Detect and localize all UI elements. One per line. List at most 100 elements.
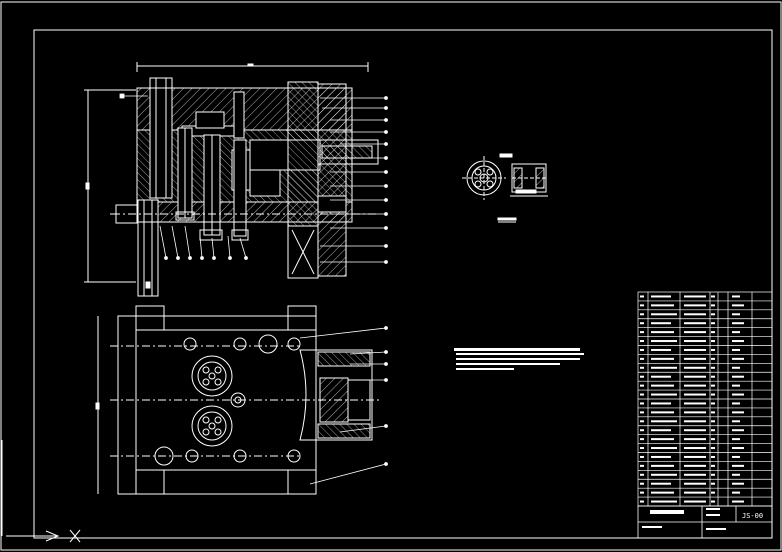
parts-list-cell-mark <box>711 357 715 360</box>
parts-list-cell-mark <box>651 295 671 298</box>
parts-list-cell-mark <box>640 313 644 316</box>
sheet-inner-frame <box>33 29 773 539</box>
title-block: JS-00 <box>637 505 773 539</box>
parts-list-cell-mark <box>651 304 674 307</box>
parts-list-cell-mark <box>732 402 740 405</box>
parts-list-cell-mark <box>651 331 674 334</box>
parts-list-cell-mark <box>684 455 706 458</box>
parts-list-cell-mark <box>684 348 706 351</box>
parts-list-cell-mark <box>684 304 706 307</box>
parts-list-cell-mark <box>640 384 644 387</box>
parts-list-cell-mark <box>651 455 671 458</box>
parts-list-cell-mark <box>651 464 674 467</box>
plan-view-assembly <box>95 305 380 495</box>
parts-list-cell-mark <box>732 348 740 351</box>
part-detail-view <box>462 153 548 223</box>
parts-list-cell-mark <box>732 393 744 396</box>
parts-list-cell-mark <box>651 420 677 423</box>
parts-list-cell-mark <box>651 348 671 351</box>
parts-list-cell-mark <box>732 322 744 325</box>
parts-list-cell-mark <box>651 322 671 325</box>
parts-list-cell-mark <box>732 500 744 503</box>
plan-view-leaders <box>299 326 388 485</box>
parts-list-cell-mark <box>640 322 644 325</box>
parts-list-cell-mark <box>651 411 674 414</box>
parts-list-cell-mark <box>711 482 715 485</box>
parts-list-cell-mark <box>711 295 715 298</box>
parts-list-table <box>637 291 773 507</box>
parts-list-cell-mark <box>732 491 740 494</box>
parts-list-cell-mark <box>711 500 715 503</box>
parts-list-cell-mark <box>711 322 715 325</box>
parts-list-cell-mark <box>732 438 740 441</box>
parts-list-cell-mark <box>684 411 706 414</box>
parts-list-cell-mark <box>651 384 674 387</box>
parts-list-cell-mark <box>684 482 706 485</box>
parts-list-cell-mark <box>640 473 644 476</box>
parts-list-cell-mark <box>732 473 740 476</box>
parts-list-cell-mark <box>684 322 706 325</box>
parts-list-cell-mark <box>640 455 644 458</box>
parts-list-cell-mark <box>651 402 671 405</box>
parts-list-cell-mark <box>732 464 744 467</box>
parts-list-cell-mark <box>640 491 644 494</box>
parts-list-cell-mark <box>732 447 744 450</box>
parts-list-cell-mark <box>684 402 706 405</box>
parts-list-cell-mark <box>684 393 706 396</box>
parts-list-cell-mark <box>711 384 715 387</box>
parts-list-cell-mark <box>732 366 740 369</box>
parts-list-cell-mark <box>651 375 671 378</box>
technical-requirements-notes <box>454 348 584 370</box>
parts-list-cell-mark <box>684 366 706 369</box>
parts-list-cell-mark <box>732 304 744 307</box>
parts-list-cell-mark <box>640 357 644 360</box>
section-view-assembly <box>84 62 379 297</box>
parts-list-cell-mark <box>651 313 677 316</box>
parts-list-cell-mark <box>711 420 715 423</box>
parts-list-cell-mark <box>684 384 706 387</box>
parts-list-cell-mark <box>732 384 740 387</box>
parts-list-cell-mark <box>640 295 644 298</box>
parts-list-cell-mark <box>684 438 706 441</box>
parts-list-cell-mark <box>684 500 706 503</box>
parts-list-cell-mark <box>711 375 715 378</box>
parts-list-cell-mark <box>640 482 644 485</box>
ucs-axis-icon <box>1 440 81 543</box>
parts-list-cell-mark <box>711 348 715 351</box>
parts-list-cell-mark <box>640 393 644 396</box>
parts-list-cell-mark <box>640 447 644 450</box>
parts-list-cell-mark <box>711 447 715 450</box>
parts-list-cell-mark <box>640 411 644 414</box>
parts-list-cell-mark <box>711 411 715 414</box>
parts-list-cell-mark <box>640 340 644 343</box>
parts-list-cell-mark <box>640 500 644 503</box>
parts-list-cell-mark <box>711 366 715 369</box>
parts-list-cell-mark <box>651 500 677 503</box>
parts-list-cell-mark <box>640 375 644 378</box>
parts-list-cell-mark <box>684 340 706 343</box>
parts-list-cell-mark <box>651 447 677 450</box>
parts-list-cell-mark <box>640 304 644 307</box>
parts-list-cell-mark <box>732 340 744 343</box>
parts-list-cell-mark <box>711 340 715 343</box>
parts-list-cell-mark <box>711 393 715 396</box>
parts-list-cell-mark <box>711 402 715 405</box>
parts-list-cell-mark <box>711 313 715 316</box>
parts-list-cell-mark <box>640 331 644 334</box>
parts-list-cell-mark <box>711 331 715 334</box>
parts-list-cell-mark <box>640 429 644 432</box>
parts-list-cell-mark <box>651 482 671 485</box>
parts-list-cell-mark <box>711 304 715 307</box>
parts-list-cell-mark <box>684 357 706 360</box>
parts-list-cell-mark <box>732 420 740 423</box>
parts-list-cell-mark <box>684 313 706 316</box>
parts-list-cell-mark <box>651 357 674 360</box>
parts-list-cell-mark <box>684 331 706 334</box>
parts-list-cell-mark <box>651 438 674 441</box>
parts-list-cell-mark <box>640 402 644 405</box>
parts-list-cell-mark <box>732 429 744 432</box>
parts-list-cell-mark <box>711 438 715 441</box>
parts-list-cell-mark <box>732 313 740 316</box>
